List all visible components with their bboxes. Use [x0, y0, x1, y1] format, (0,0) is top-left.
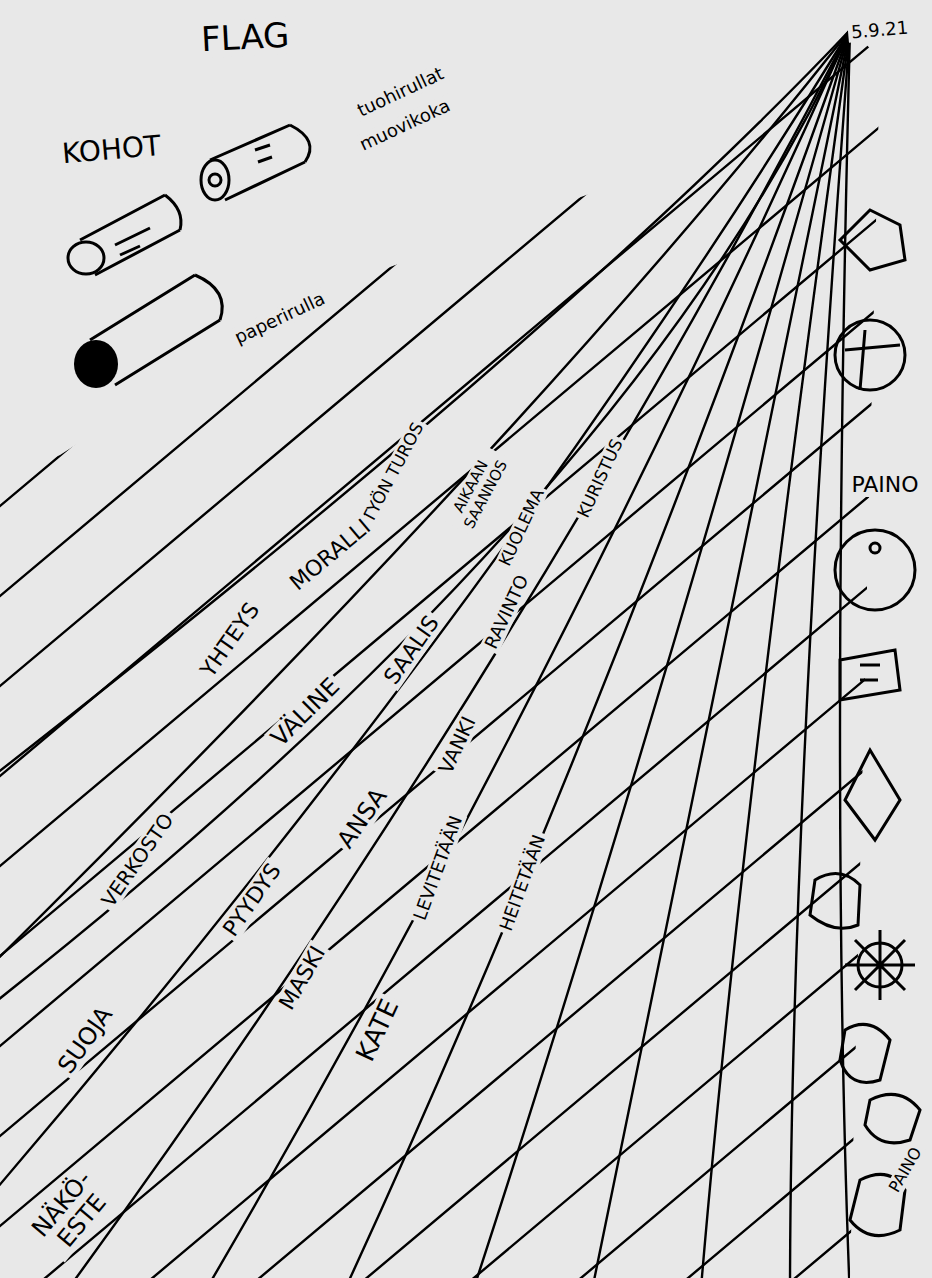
net-word: HEITETÄÄN	[494, 829, 549, 936]
net-word: MASKI	[273, 940, 331, 1017]
net-mesh	[0, 0, 900, 1278]
net-word: NÄKÖ- ESTE	[24, 1162, 120, 1262]
net-word: PYYDYS	[217, 857, 288, 944]
net-word: TYÖN TUROS	[357, 416, 428, 527]
net-word: KUOLEMA	[495, 483, 550, 572]
net-word: VÄLINE	[264, 671, 347, 754]
part-note: paperirulla	[229, 287, 331, 349]
net-word: SUOJA	[51, 999, 119, 1080]
part-heading: PAINO	[848, 473, 921, 497]
roll-end	[74, 340, 118, 388]
net-word: LEVITETÄÄN	[409, 810, 467, 925]
net-word: RAVINTO	[480, 569, 534, 655]
net-word: KATE	[349, 992, 405, 1068]
net-word: ANSA	[330, 781, 393, 856]
sketch-title: FLAG	[197, 17, 293, 59]
net-word: VANKI	[433, 710, 481, 779]
date-note: 5.9.21	[848, 17, 913, 42]
part-heading: KOHOT	[58, 130, 165, 170]
weights	[810, 210, 920, 1236]
